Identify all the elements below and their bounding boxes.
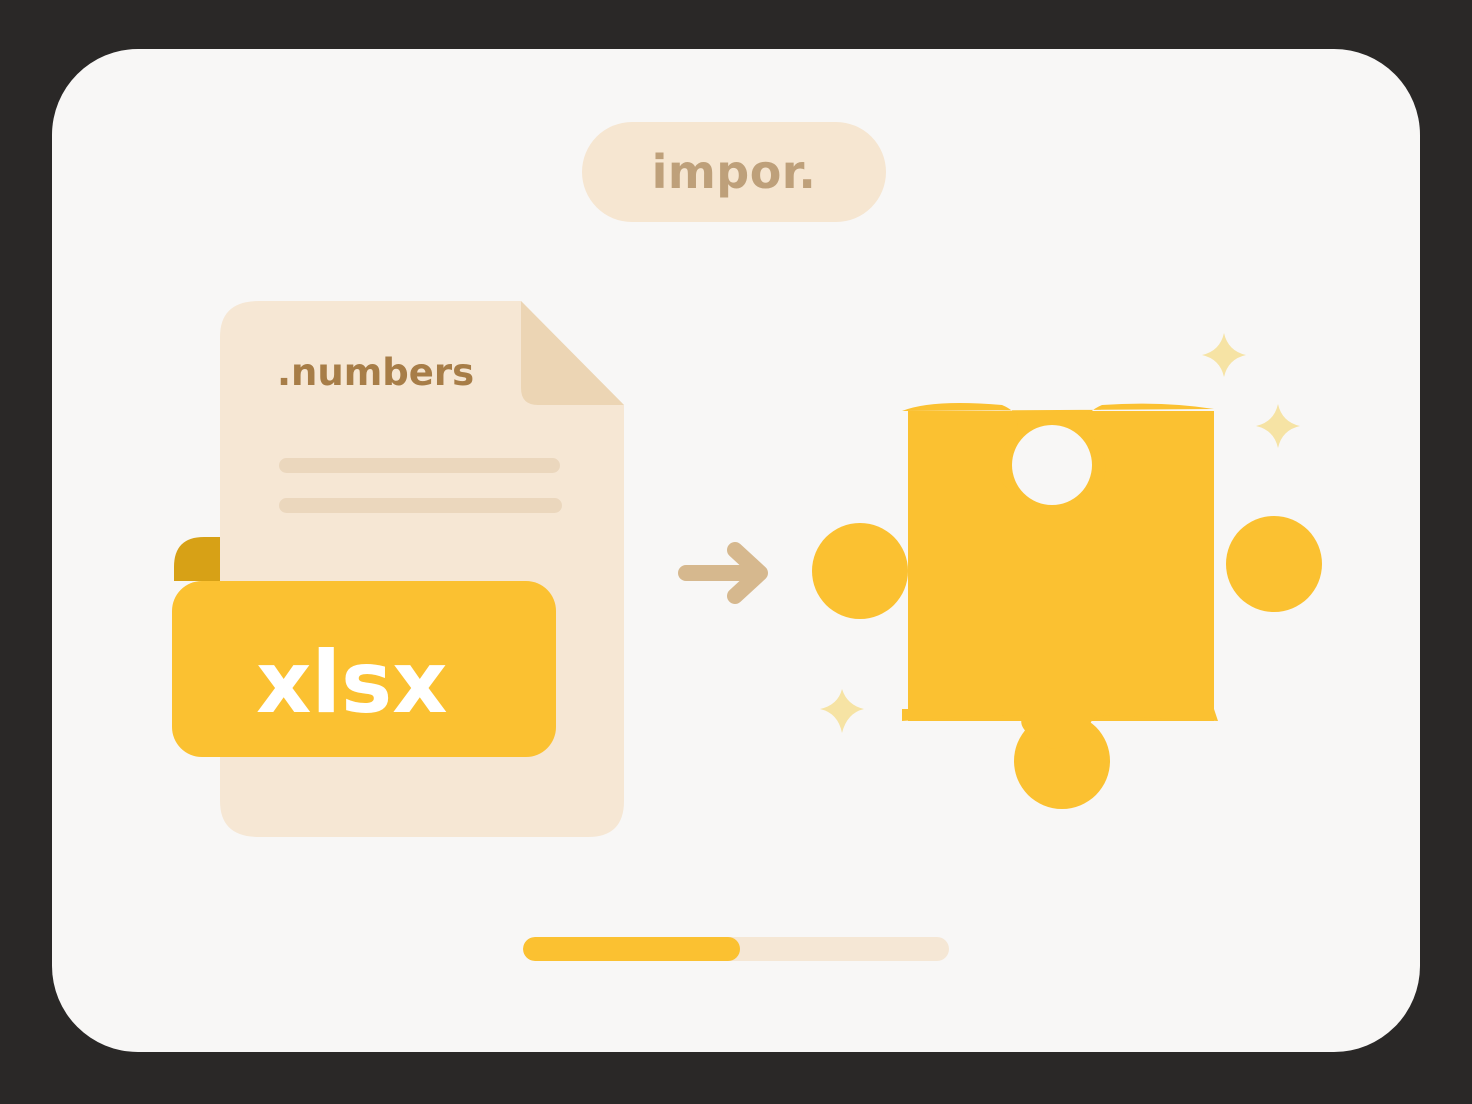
puzzle-piece-icon <box>812 403 1322 809</box>
file-extension-label: .numbers <box>277 351 474 394</box>
import-status-label: impor. <box>651 145 817 199</box>
progress-bar-fill <box>523 937 741 961</box>
arrow-right-icon <box>678 542 768 604</box>
ribbon-fold <box>174 537 220 581</box>
xlsx-format-badge: xlsx <box>172 537 556 757</box>
text-line <box>279 498 562 513</box>
format-label: xlsx <box>256 633 448 733</box>
text-line <box>279 458 560 473</box>
sparkle-icon <box>820 689 864 733</box>
page-fold <box>521 301 624 405</box>
sparkle-icon <box>1256 404 1300 448</box>
import-status-badge: impor. <box>582 122 886 222</box>
import-illustration: .numbers xlsx <box>172 301 1322 837</box>
import-progress-bar <box>523 937 949 961</box>
import-card: impor. .numbers xlsx <box>52 49 1420 1052</box>
sparkle-icon <box>1202 333 1246 377</box>
